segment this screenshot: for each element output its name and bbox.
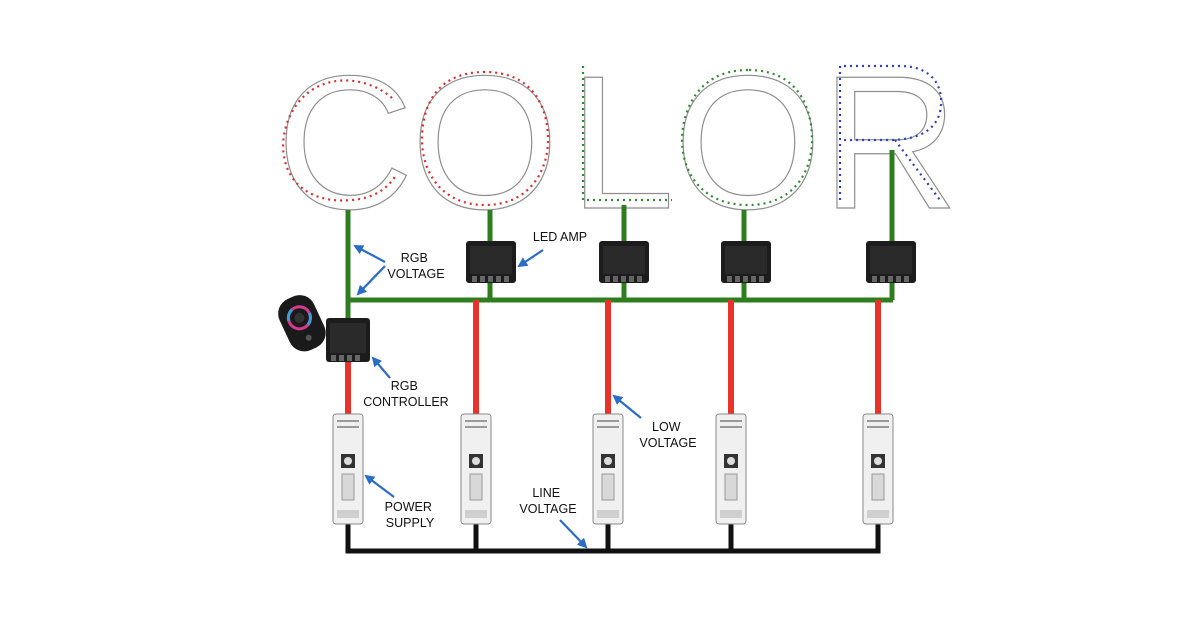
arrow-rgb-voltage-1 [353, 245, 386, 263]
label-led-amp: LED AMP [533, 230, 587, 244]
arrow-low-voltage [612, 394, 642, 419]
led-amp-2 [599, 241, 649, 283]
letter-o1: O [411, 36, 560, 249]
wiring [345, 150, 895, 554]
arrow-led-amp [517, 249, 544, 268]
annotation-arrows [353, 245, 642, 549]
led-amp-1 [466, 241, 516, 283]
label-line-voltage: LINE VOLTAGE [519, 486, 576, 516]
led-strip-l [581, 66, 672, 202]
arrow-rgb-voltage-2 [356, 265, 386, 296]
letter-o2: O [674, 36, 823, 249]
label-rgb-voltage: RGB VOLTAGE [387, 251, 444, 281]
letter-c: C [276, 36, 414, 249]
letter-c-outline: C [276, 37, 413, 249]
led-strip-r [838, 64, 943, 201]
labels: RGB VOLTAGE LED AMP RGB CONTROLLER LOW V… [363, 230, 696, 530]
led-amp-3 [721, 241, 771, 283]
remote-control-icon [278, 295, 326, 352]
led-strip-o2 [680, 68, 814, 207]
label-low-voltage: LOW VOLTAGE [639, 420, 696, 450]
power-supply-4 [715, 413, 747, 525]
label-power-supply: POWER SUPPLY [385, 500, 436, 530]
power-supply-3 [592, 413, 624, 525]
line-voltage-wire [345, 523, 881, 554]
led-amp-4 [866, 241, 916, 283]
letter-o1-outline: O [411, 37, 559, 249]
power-supplies [332, 413, 894, 525]
power-supply-1 [332, 413, 364, 525]
power-supply-2 [460, 413, 492, 525]
label-rgb-controller: RGB CONTROLLER [363, 379, 448, 409]
letter-o2-outline: O [674, 37, 822, 249]
rgb-controller [326, 318, 370, 362]
sign-letters: C O L O R [276, 36, 959, 249]
arrow-rgb-controller [371, 356, 391, 379]
led-amplifiers [466, 241, 916, 283]
arrow-power-supply [364, 474, 395, 498]
power-supply-5 [862, 413, 894, 525]
arrow-line-voltage [559, 519, 588, 549]
led-strip-c [282, 79, 397, 202]
